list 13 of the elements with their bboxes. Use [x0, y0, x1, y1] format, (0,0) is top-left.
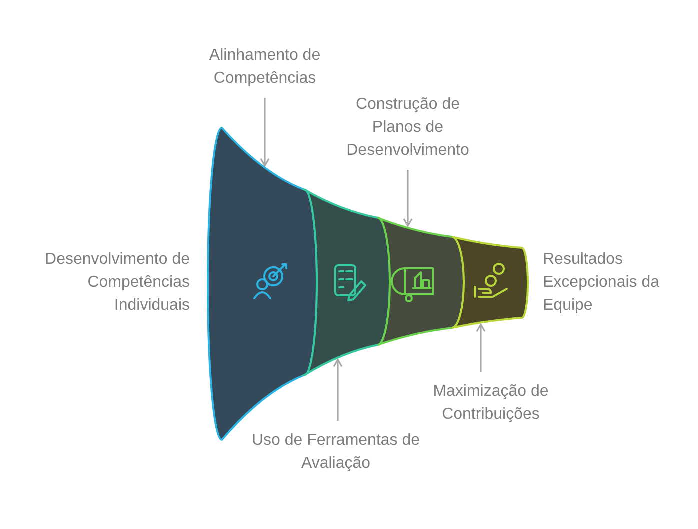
side-label: Resultados Excepcionais da Equipe	[543, 250, 661, 316]
leader-arrow	[403, 170, 413, 227]
leader-arrow	[260, 98, 270, 167]
leader-arrow	[333, 358, 343, 421]
funnel-segment	[451, 236, 529, 329]
funnel-segment	[304, 189, 391, 376]
side-label: Desenvolvimento de Competências Individuais	[44, 250, 190, 316]
funnel-segment	[377, 217, 465, 346]
callout-text: Maximização de Contribuições	[401, 380, 581, 426]
callout-text: Construção de Planos de Desenvolvimento	[333, 93, 483, 162]
callout-text: Alinhamento de Competências	[165, 44, 365, 90]
leader-arrow	[476, 324, 486, 372]
callout-text: Uso de Ferramentas de Avaliação	[246, 429, 426, 475]
